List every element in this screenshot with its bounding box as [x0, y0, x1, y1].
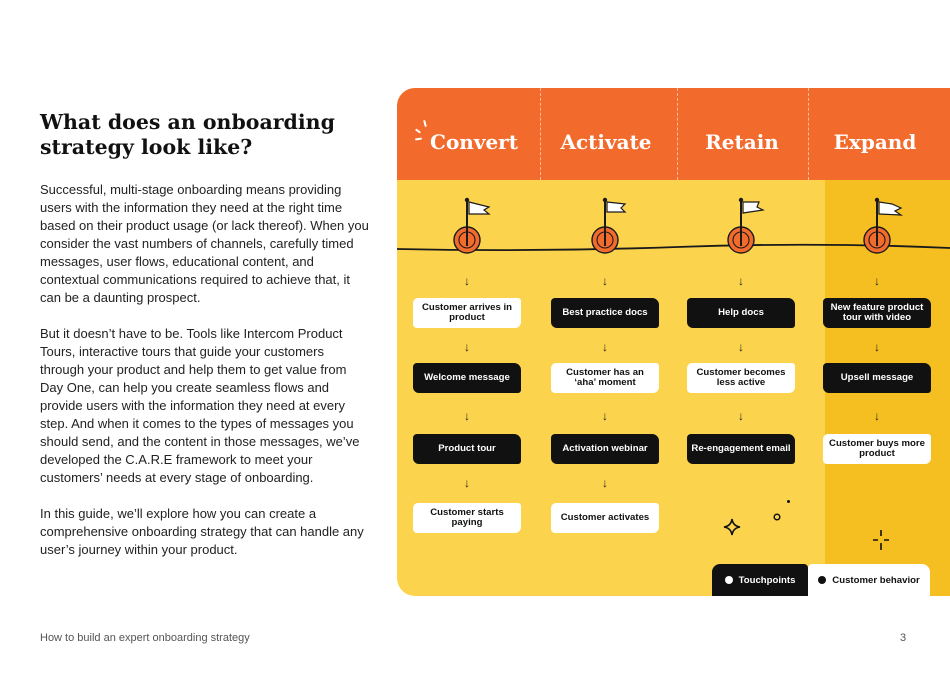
down-arrow-icon: ↓ — [464, 409, 470, 423]
down-arrow-icon: ↓ — [602, 274, 608, 288]
milestone-flag-icon — [847, 196, 907, 256]
milestone-flag-icon — [711, 196, 771, 256]
star-icon — [723, 518, 741, 536]
column-divider — [808, 88, 809, 180]
touchpoint-card: Re-engagement email — [687, 434, 795, 464]
down-arrow-icon: ↓ — [738, 274, 744, 288]
stage-title-convert: Convert — [430, 130, 518, 154]
paragraph: But it doesn’t have to be. Tools like In… — [40, 326, 360, 485]
down-arrow-icon: ↓ — [874, 274, 880, 288]
page-heading: What does an onboarding strategy look li… — [40, 110, 335, 159]
footer-title: How to build an expert onboarding strate… — [40, 632, 250, 644]
down-arrow-icon: ↓ — [602, 476, 608, 490]
down-arrow-icon: ↓ — [738, 409, 744, 423]
down-arrow-icon: ↓ — [602, 340, 608, 354]
down-arrow-icon: ↓ — [464, 476, 470, 490]
legend-customer-behavior-label: Customer behavior — [832, 574, 920, 586]
column-divider — [540, 88, 541, 180]
touchpoint-card: Help docs — [687, 298, 795, 328]
column-divider — [677, 88, 678, 180]
paragraph: In this guide, we’ll explore how you can… — [40, 506, 364, 557]
milestone-flag-icon — [575, 196, 635, 256]
paragraph: Successful, multi-stage onboarding means… — [40, 182, 369, 305]
down-arrow-icon: ↓ — [464, 340, 470, 354]
touchpoint-card: Welcome message — [413, 363, 521, 393]
legend-touchpoints: Touchpoints — [712, 564, 808, 596]
customer-behavior-card: Customer buys more product — [823, 434, 931, 464]
down-arrow-icon: ↓ — [464, 274, 470, 288]
customer-behavior-card: Customer has an ‘aha’ moment — [551, 363, 659, 393]
customer-behavior-card: Customer arrives in product — [413, 298, 521, 328]
legend-dot-icon — [818, 576, 827, 584]
care-framework-diagram: Convert Activate Retain Expand ↓ ↓ ↓ ↓ ↓ ↓ ↓ ↓ ↓… — [397, 88, 950, 596]
stage-title-expand: Expand — [833, 130, 917, 154]
touchpoint-card: Upsell message — [823, 363, 931, 393]
milestone-flag-icon — [437, 196, 497, 256]
down-arrow-icon: ↓ — [738, 340, 744, 354]
page-number: 3 — [900, 632, 907, 644]
customer-behavior-card: Customer becomes less active — [687, 363, 795, 393]
down-arrow-icon: ↓ — [874, 409, 880, 423]
legend-customer-behavior: Customer behavior — [808, 564, 930, 596]
touchpoint-card: Best practice docs — [551, 298, 659, 328]
dot-doodle-icon — [787, 500, 790, 503]
stage-header — [397, 88, 950, 180]
stage-title-activate: Activate — [560, 130, 652, 154]
customer-behavior-card: Customer activates — [551, 503, 659, 533]
body-text: Successful, multi-stage onboarding means… — [40, 181, 370, 577]
legend-touchpoints-label: Touchpoints — [738, 574, 796, 586]
circle-doodle-icon — [773, 513, 781, 521]
touchpoint-card: New feature product tour with video — [823, 298, 931, 328]
stage-title-retain: Retain — [705, 130, 779, 154]
cross-spark-icon — [873, 530, 889, 550]
down-arrow-icon: ↓ — [602, 409, 608, 423]
legend-dot-icon — [724, 576, 733, 584]
touchpoint-card: Product tour — [413, 434, 521, 464]
customer-behavior-card: Customer starts paying — [413, 503, 521, 533]
down-arrow-icon: ↓ — [874, 340, 880, 354]
touchpoint-card: Activation webinar — [551, 434, 659, 464]
